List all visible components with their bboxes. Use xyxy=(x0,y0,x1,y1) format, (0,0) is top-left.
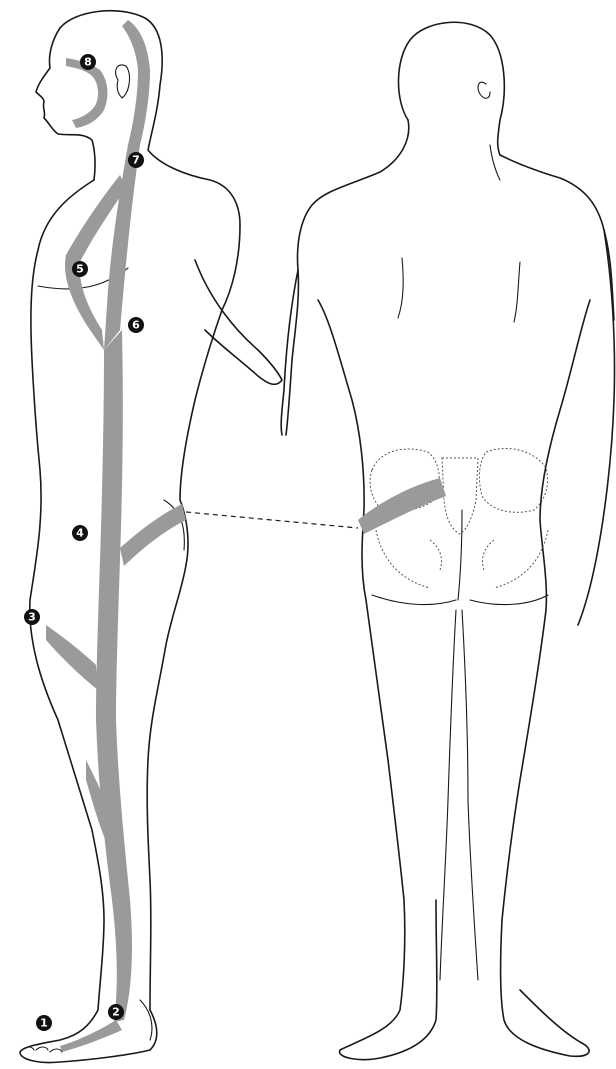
pelvis-ilium-right xyxy=(479,449,547,513)
marker-2-label: 2 xyxy=(112,1006,120,1019)
back-view-figure xyxy=(281,22,614,1059)
side-face-outline xyxy=(36,28,95,180)
marker-3: 3 xyxy=(24,609,40,625)
meridian-head-branch xyxy=(122,20,150,145)
meridian-foot-branch xyxy=(60,1020,122,1052)
back-arm-left xyxy=(281,270,298,435)
meridian-leg-trunk xyxy=(96,330,132,1022)
marker-4: 4 xyxy=(72,525,88,541)
marker-1: 1 xyxy=(36,1015,52,1031)
side-arm xyxy=(195,260,282,384)
back-shoulders xyxy=(286,120,614,435)
pelvis-skeleton xyxy=(370,449,548,588)
marker-4-label: 4 xyxy=(76,527,84,540)
marker-2: 2 xyxy=(108,1004,124,1020)
marker-5: 5 xyxy=(72,261,88,277)
back-arm-right xyxy=(578,230,615,625)
back-leg-inner-right xyxy=(462,610,478,980)
marker-6-label: 6 xyxy=(132,319,140,332)
marker-7-label: 7 xyxy=(132,154,140,167)
marker-8-label: 8 xyxy=(84,56,92,69)
marker-7: 7 xyxy=(128,152,144,168)
marker-5-label: 5 xyxy=(76,263,84,276)
meridian-thigh-branch xyxy=(46,625,98,690)
back-scapula-right xyxy=(514,262,520,322)
back-leg-inner-left xyxy=(440,610,456,980)
meridian-back-gluteal-band xyxy=(358,478,446,534)
meridian-hip-branch xyxy=(120,504,186,566)
marker-1-label: 1 xyxy=(40,1017,48,1030)
back-torso-right xyxy=(501,300,590,1056)
connector-dashed-line xyxy=(186,512,358,528)
back-buttock-crease xyxy=(372,510,548,605)
back-head-outline xyxy=(398,22,504,155)
sacrum xyxy=(442,458,478,534)
back-torso-left xyxy=(318,300,437,1060)
marker-8: 8 xyxy=(80,54,96,70)
side-ear xyxy=(116,65,130,98)
marker-6: 6 xyxy=(128,317,144,333)
side-back-line xyxy=(147,225,240,1010)
meridian-pathway xyxy=(46,20,186,1052)
back-ear xyxy=(478,82,490,98)
back-scapula-left xyxy=(398,258,403,318)
marker-3-label: 3 xyxy=(28,611,36,624)
